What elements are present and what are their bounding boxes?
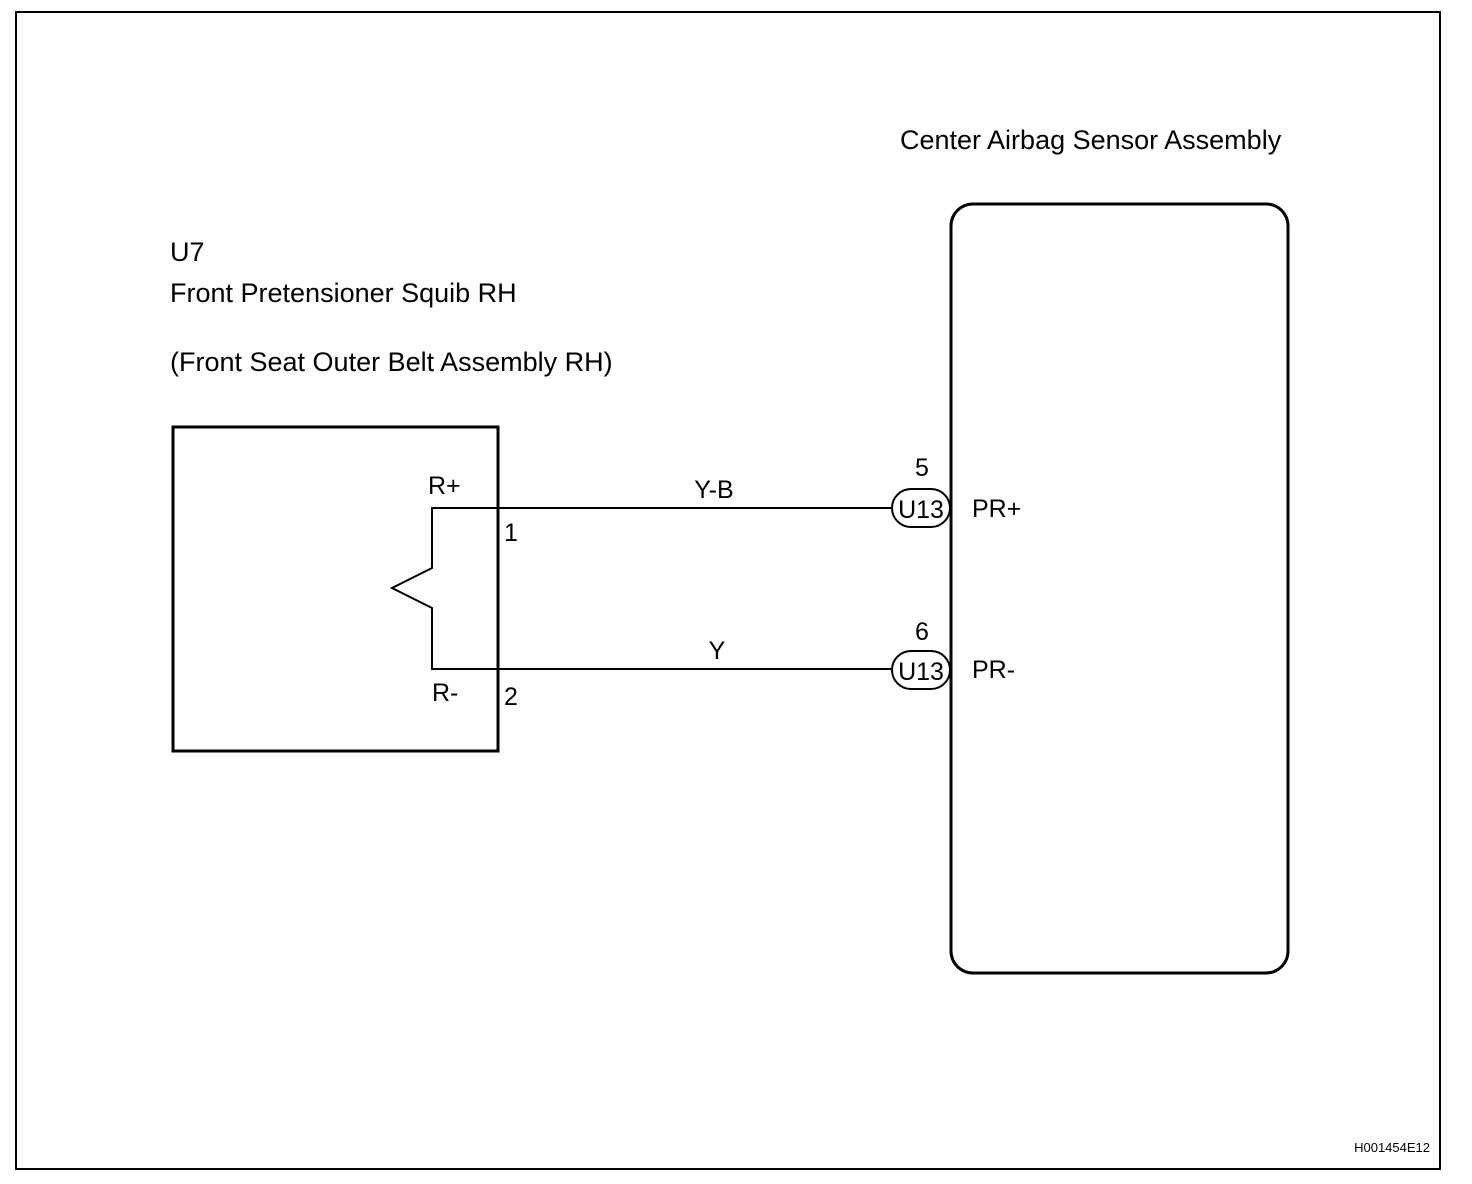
wire-y-color-label: Y	[709, 637, 726, 665]
squib-element-symbol	[389, 507, 498, 670]
figure-code: H001454E12	[1354, 1140, 1430, 1155]
connector-u13-pin5-label: U13	[898, 496, 944, 524]
squib-pin-2-number: 2	[504, 683, 518, 711]
squib-name: Front Pretensioner Squib RH	[170, 278, 517, 308]
squib-box	[171, 425, 500, 753]
connector-u13-pin6	[891, 650, 951, 690]
diagram-frame	[15, 11, 1441, 1170]
squib-connector-id: U7	[170, 237, 205, 267]
sensor-box	[949, 202, 1290, 975]
wire-y-b-color-label: Y-B	[694, 476, 733, 504]
sensor-title: Center Airbag Sensor Assembly	[900, 125, 1282, 155]
squib-pin-plus-label: R+	[428, 472, 461, 500]
connector-u13-pin6-label: U13	[898, 658, 944, 686]
connector-u13-pin5	[891, 488, 951, 528]
sensor-terminal-pr-minus: PR-	[972, 656, 1015, 684]
squib-assembly-name: (Front Seat Outer Belt Assembly RH)	[170, 347, 613, 377]
sensor-pin-6-number: 6	[915, 618, 929, 646]
squib-pin-minus-label: R-	[432, 679, 458, 707]
squib-pin-1-number: 1	[504, 519, 518, 547]
sensor-terminal-pr-plus: PR+	[972, 495, 1021, 523]
sensor-pin-5-number: 5	[915, 454, 929, 482]
